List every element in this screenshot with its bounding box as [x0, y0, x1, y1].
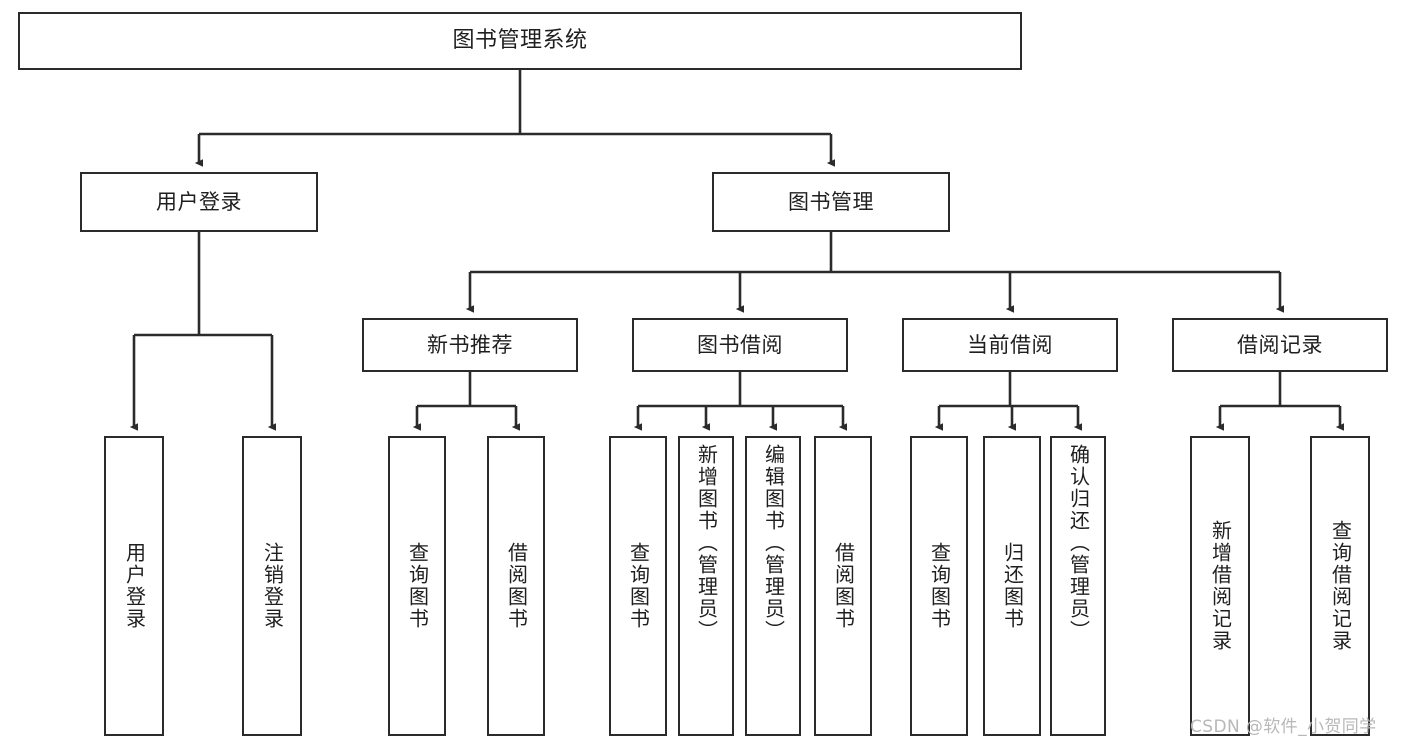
node-leaf-borrow-book-label: 借阅图书	[831, 542, 856, 630]
node-leaf-query-book-current-label: 查询图书	[927, 542, 952, 630]
node-leaf-add-book-admin[interactable]: 新增图书（管理员）	[678, 436, 734, 736]
node-borrow-record-label: 借阅记录	[1237, 332, 1323, 357]
node-leaf-query-book-borrow[interactable]: 查询图书	[609, 436, 667, 736]
node-leaf-edit-book-admin-label: 编辑图书（管理员）	[761, 444, 786, 642]
csdn-watermark: CSDN @软件_小贺同学	[1190, 717, 1377, 737]
node-leaf-borrow-book-recommend[interactable]: 借阅图书	[487, 436, 545, 736]
node-book-manage-label: 图书管理	[788, 189, 874, 214]
node-leaf-query-borrow-record-label: 查询借阅记录	[1328, 520, 1353, 652]
node-book-manage[interactable]: 图书管理	[712, 172, 950, 232]
node-book-borrow-label: 图书借阅	[697, 332, 783, 357]
node-leaf-add-borrow-record[interactable]: 新增借阅记录	[1190, 436, 1250, 736]
node-leaf-borrow-book[interactable]: 借阅图书	[814, 436, 872, 736]
node-leaf-add-book-admin-label: 新增图书（管理员）	[694, 444, 719, 642]
node-book-borrow[interactable]: 图书借阅	[632, 318, 848, 372]
node-leaf-query-book-recommend-label: 查询图书	[405, 542, 430, 630]
node-leaf-query-borrow-record[interactable]: 查询借阅记录	[1310, 436, 1370, 736]
node-leaf-confirm-return-admin[interactable]: 确认归还（管理员）	[1050, 436, 1106, 736]
node-leaf-user-login[interactable]: 用户登录	[104, 436, 164, 736]
node-leaf-add-borrow-record-label: 新增借阅记录	[1208, 520, 1233, 652]
node-user-login[interactable]: 用户登录	[80, 172, 318, 232]
node-leaf-query-book-current[interactable]: 查询图书	[910, 436, 968, 736]
node-leaf-return-book[interactable]: 归还图书	[983, 436, 1041, 736]
node-leaf-user-logout-label: 注销登录	[260, 542, 285, 630]
node-current-borrow-label: 当前借阅	[967, 332, 1053, 357]
node-leaf-user-login-label: 用户登录	[122, 542, 147, 630]
node-leaf-user-logout[interactable]: 注销登录	[242, 436, 302, 736]
node-leaf-query-book-borrow-label: 查询图书	[626, 542, 651, 630]
node-leaf-borrow-book-recommend-label: 借阅图书	[504, 542, 529, 630]
node-new-book-recommend[interactable]: 新书推荐	[362, 318, 578, 372]
node-leaf-query-book-recommend[interactable]: 查询图书	[388, 436, 446, 736]
node-root[interactable]: 图书管理系统	[18, 12, 1022, 70]
node-new-book-recommend-label: 新书推荐	[427, 332, 513, 357]
node-current-borrow[interactable]: 当前借阅	[902, 318, 1118, 372]
node-borrow-record[interactable]: 借阅记录	[1172, 318, 1388, 372]
node-user-login-label: 用户登录	[156, 189, 242, 214]
node-root-label: 图书管理系统	[452, 28, 588, 54]
node-leaf-edit-book-admin[interactable]: 编辑图书（管理员）	[745, 436, 801, 736]
node-leaf-confirm-return-admin-label: 确认归还（管理员）	[1066, 444, 1091, 642]
node-leaf-return-book-label: 归还图书	[1000, 542, 1025, 630]
